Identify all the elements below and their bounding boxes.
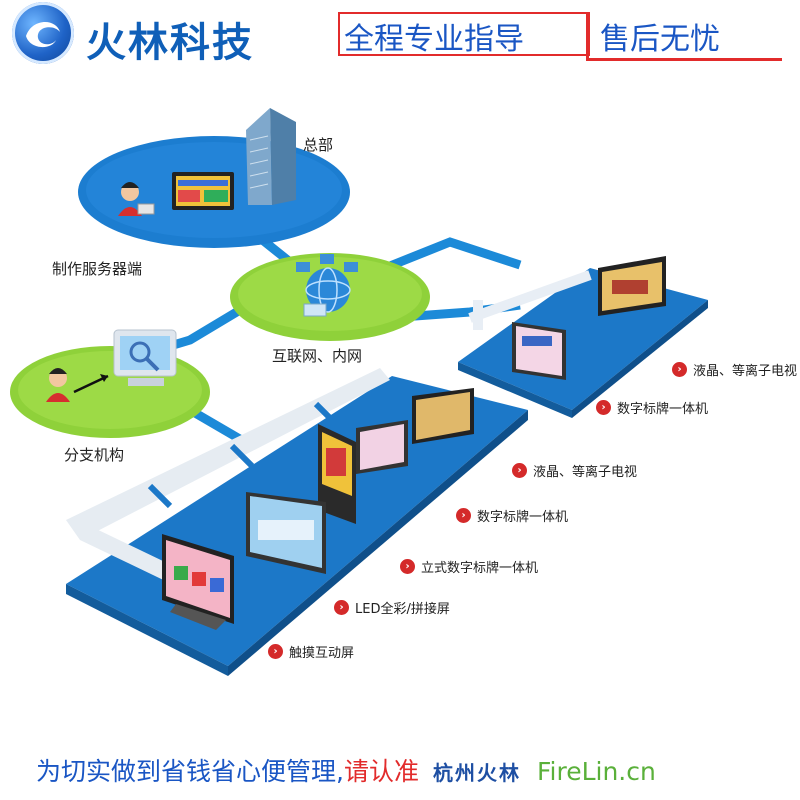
tag-top-signage: › 数字标牌一体机 bbox=[596, 398, 708, 417]
swirl-icon bbox=[26, 21, 60, 48]
tag-touch-screen: › 触摸互动屏 bbox=[268, 642, 354, 661]
chevron-right-icon: › bbox=[268, 644, 283, 659]
slogan-underline bbox=[586, 58, 782, 61]
bottom-signage-icon bbox=[356, 420, 408, 474]
footer-banner: 为切实做到省钱省心便管理,请认准杭州火林 FireLin.cn bbox=[36, 752, 656, 788]
slogan-divider bbox=[586, 12, 589, 61]
tag-led-wall: › LED全彩/拼接屏 bbox=[334, 598, 450, 617]
tag-text: 液晶、等离子电视 bbox=[693, 364, 798, 379]
bottom-tv-icon bbox=[412, 388, 474, 444]
tag-standing-kiosk: › 立式数字标牌一体机 bbox=[400, 557, 538, 576]
brand-name: 火林科技 bbox=[86, 20, 254, 66]
slogan-left: 全程专业指导 bbox=[344, 22, 524, 57]
tag-text: 数字标牌一体机 bbox=[617, 402, 709, 417]
footer-company: 杭州火林 bbox=[432, 761, 521, 785]
branch-operator-icon bbox=[46, 368, 109, 402]
chevron-right-icon: › bbox=[334, 600, 349, 615]
tag-bottom-signage: › 数字标牌一体机 bbox=[456, 506, 568, 525]
headquarters-building-icon bbox=[246, 108, 296, 205]
chevron-right-icon: › bbox=[596, 400, 611, 415]
tag-text: 立式数字标牌一体机 bbox=[421, 561, 539, 576]
company-logo-icon bbox=[12, 2, 74, 64]
platform-top-right bbox=[458, 268, 708, 418]
slogan-frame bbox=[338, 12, 590, 56]
label-branch: 分支机构 bbox=[64, 446, 125, 464]
chevron-right-icon: › bbox=[400, 559, 415, 574]
standing-kiosk-icon bbox=[318, 424, 356, 524]
tag-text: LED全彩/拼接屏 bbox=[355, 602, 450, 617]
tag-top-tv: › 液晶、等离子电视 bbox=[672, 360, 797, 379]
chevron-right-icon: › bbox=[672, 362, 687, 377]
top-kiosk-icon bbox=[512, 322, 566, 380]
network-pc-icons bbox=[296, 254, 358, 272]
tag-text: 触摸互动屏 bbox=[289, 646, 355, 661]
footer-text-blue: 为切实做到省钱省心便管理, bbox=[36, 757, 344, 786]
led-wall-icon bbox=[246, 492, 326, 574]
top-tv-icon bbox=[598, 256, 666, 316]
hq-operator-icon bbox=[118, 182, 155, 216]
cable-network-top-platform bbox=[383, 237, 522, 273]
tag-text: 液晶、等离子电视 bbox=[533, 465, 638, 480]
touch-screen-icon bbox=[162, 534, 234, 630]
hq-monitor-icon bbox=[172, 172, 234, 210]
label-server: 制作服务器端 bbox=[52, 260, 143, 278]
footer-text-red: 请认准 bbox=[343, 757, 419, 786]
chevron-right-icon: › bbox=[512, 463, 527, 478]
internet-globe-icon bbox=[303, 267, 351, 317]
tag-bottom-tv: › 液晶、等离子电视 bbox=[512, 461, 637, 480]
footer-site-link[interactable]: FireLin.cn bbox=[536, 757, 656, 786]
slogan-right: 售后无忧 bbox=[600, 22, 720, 57]
label-network: 互联网、内网 bbox=[272, 347, 363, 365]
chevron-right-icon: › bbox=[456, 508, 471, 523]
label-headquarters: 总部 bbox=[303, 136, 334, 154]
branch-computer-icon bbox=[113, 329, 177, 386]
tag-text: 数字标牌一体机 bbox=[477, 510, 569, 525]
